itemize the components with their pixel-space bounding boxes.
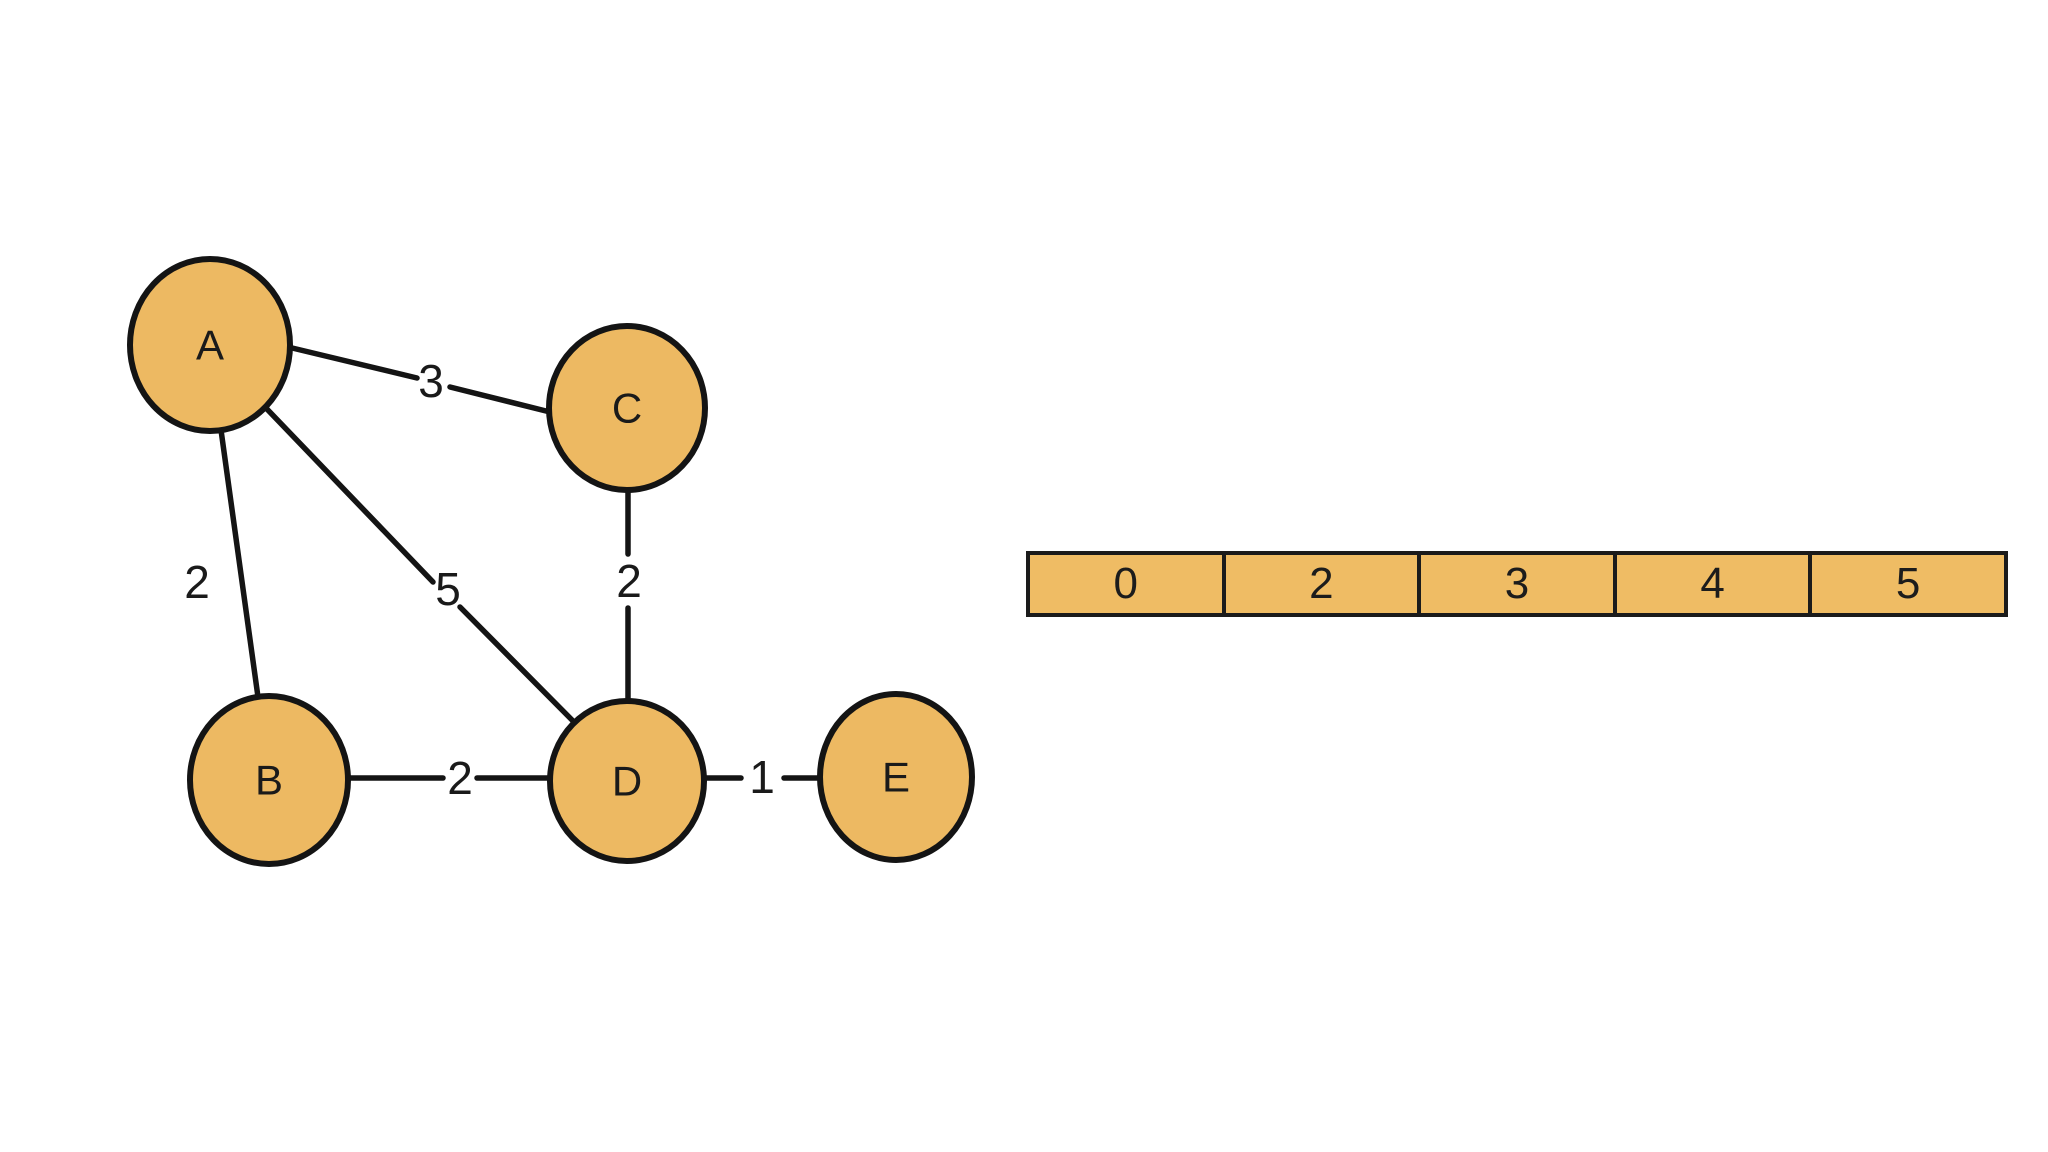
edge-weight-c-d: 2 [616,555,642,607]
edge-a-b [218,427,261,700]
edge-weight-a-d: 5 [435,563,461,615]
array-cell-3: 4 [1616,555,1813,613]
nodes-layer: A B C D E [127,256,975,867]
edge-a-d [262,404,436,585]
edges-layer: 3 2 5 2 2 1 [184,344,822,804]
edge-a-c [285,344,420,381]
node-label-e: E [882,754,910,801]
node-b [187,693,351,867]
array-cell-2: 3 [1421,555,1617,613]
node-e [817,691,975,863]
array-cell-4: 5 [1812,555,2004,613]
node-label-c: C [612,385,642,432]
node-d [547,698,707,864]
edge-weight-a-c: 3 [418,355,444,407]
node-a [127,256,293,434]
edge-a-d [457,604,578,726]
node-label-d: D [612,758,642,805]
node-c [546,323,708,493]
edge-a-c [447,384,553,415]
node-label-b: B [255,757,283,804]
edge-weight-d-e: 1 [749,751,775,803]
node-label-a: A [196,322,224,369]
array-cell-1: 2 [1225,555,1422,613]
edge-weight-b-d: 2 [447,752,473,804]
edge-weight-a-b: 2 [184,556,210,608]
array-cell-0: 0 [1030,555,1226,613]
